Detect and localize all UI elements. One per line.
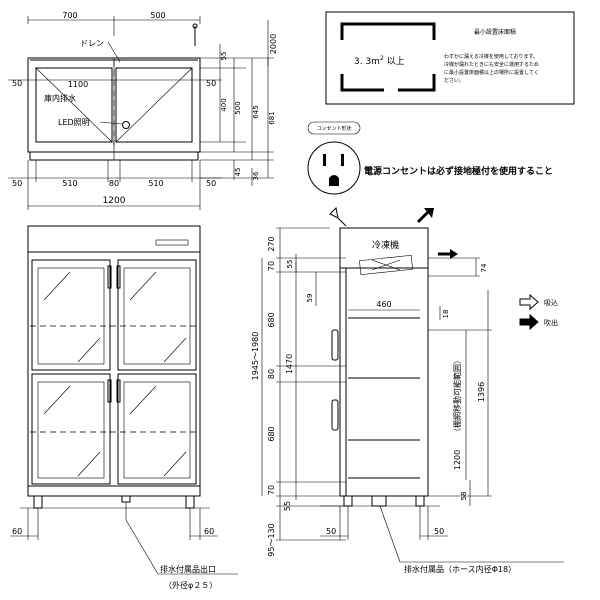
floor-area-title: 最小設置床面積 (474, 28, 516, 36)
condenser-label: 冷凍機 (372, 239, 399, 251)
drain-outlet-label: 排水付属品出口 (160, 564, 216, 574)
dim-36: 36 (252, 171, 260, 180)
side-dim-59: 59 (306, 294, 314, 303)
side-dim-95-130: 95～130 (267, 523, 276, 556)
outlet-section: コンセント形状 電源コンセントは必ず接地極付を使用すること (307, 121, 553, 195)
dim-500: 500 (234, 101, 242, 114)
side-view: 270 70 680 80 680 70 55 1945～1980 1470 9… (251, 206, 564, 574)
side-dim-70-bottom: 70 (267, 485, 276, 495)
dim-700: 700 (62, 11, 77, 20)
bdim-2: 80 (109, 179, 119, 188)
side-dim-680-bottom: 680 (267, 426, 276, 441)
dim-500: 500 (150, 11, 165, 20)
dim-50-right: 50 (206, 79, 216, 88)
side-dim-680-top: 680 (267, 312, 276, 327)
dim-55: 55 (220, 52, 228, 61)
outlet-tag: コンセント形状 (316, 125, 351, 132)
inner-drain-label: 庫内排水 (44, 93, 76, 103)
floor-note-1: わずかに漏える冷媒を使用しております。 (444, 53, 538, 60)
side-dim-total: 1945～1980 (251, 332, 260, 381)
front-dim-60-left: 60 (12, 527, 22, 536)
led-label: LED照明 (58, 118, 90, 127)
bdim-3: 510 (148, 179, 163, 188)
side-dim-50-left: 50 (326, 527, 336, 536)
bdim-0: 50 (12, 179, 22, 188)
legend-exhaust: 吹出 (544, 318, 558, 327)
drain-label: ドレン (80, 39, 104, 48)
bdim-4: 50 (206, 179, 216, 188)
side-dim-70-top: 70 (267, 261, 276, 271)
side-dim-58: 58 (460, 492, 468, 501)
side-dim-18: 18 (442, 310, 450, 319)
side-dim-460: 460 (376, 300, 391, 309)
floor-area-panel: 3. 3m2 以上 最小設置床面積 わずかに漏える冷媒を使用しております。 冷媒… (325, 11, 575, 105)
floor-area-value: 3. 3m2 以上 (354, 55, 405, 67)
dim-400: 400 (220, 98, 228, 111)
dim-45: 45 (234, 168, 242, 177)
side-dim-1470: 1470 (285, 354, 294, 374)
front-view: 60 60 排水付属品出口 （外径φ２５） (10, 225, 238, 590)
front-dim-60-right: 60 (204, 527, 214, 536)
side-dim-55: 55 (283, 501, 292, 511)
legend-intake: 吸込 (544, 298, 558, 307)
floor-note-2: 冷媒が漏れたときにも安全に運用するため (444, 61, 539, 68)
side-dim-74: 74 (480, 263, 488, 272)
side-dim-1396: 1396 (477, 382, 486, 402)
side-dim-270: 270 (267, 236, 276, 251)
floor-note-3: に最小設置床面積以上の場所に設置してく (444, 69, 539, 76)
dim-2000: 2000 (269, 34, 278, 54)
dim-681: 681 (268, 111, 276, 124)
side-dim-1200: 1200 (453, 450, 462, 470)
top-view: 700 500 ドレン 2000 1100 庫内排水 LED照明 50 (8, 11, 278, 210)
outer-dia-label: （外径φ２５） (164, 580, 217, 590)
grounded-outlet-icon (307, 141, 361, 195)
hose-label: 排水付属品（ホース内径Φ18） (404, 564, 516, 574)
floor-note-4: ださい。 (444, 77, 464, 84)
exhaust-arrow-icon (519, 313, 539, 331)
dim-50-left: 50 (12, 79, 22, 88)
side-dim-50-right: 50 (434, 527, 444, 536)
shelf-range-label: （棚網移動可能範囲） (452, 356, 462, 436)
outlet-notice: 電源コンセントは必ず接地極付を使用すること (364, 165, 553, 177)
dim-1200: 1200 (103, 196, 126, 206)
side-dim-55-top: 55 (286, 260, 294, 269)
dim-645: 645 (252, 105, 260, 118)
intake-arrow-icon (519, 293, 539, 311)
bdim-1: 510 (62, 179, 77, 188)
side-dim-80: 80 (267, 369, 276, 379)
dim-1100: 1100 (68, 80, 88, 89)
